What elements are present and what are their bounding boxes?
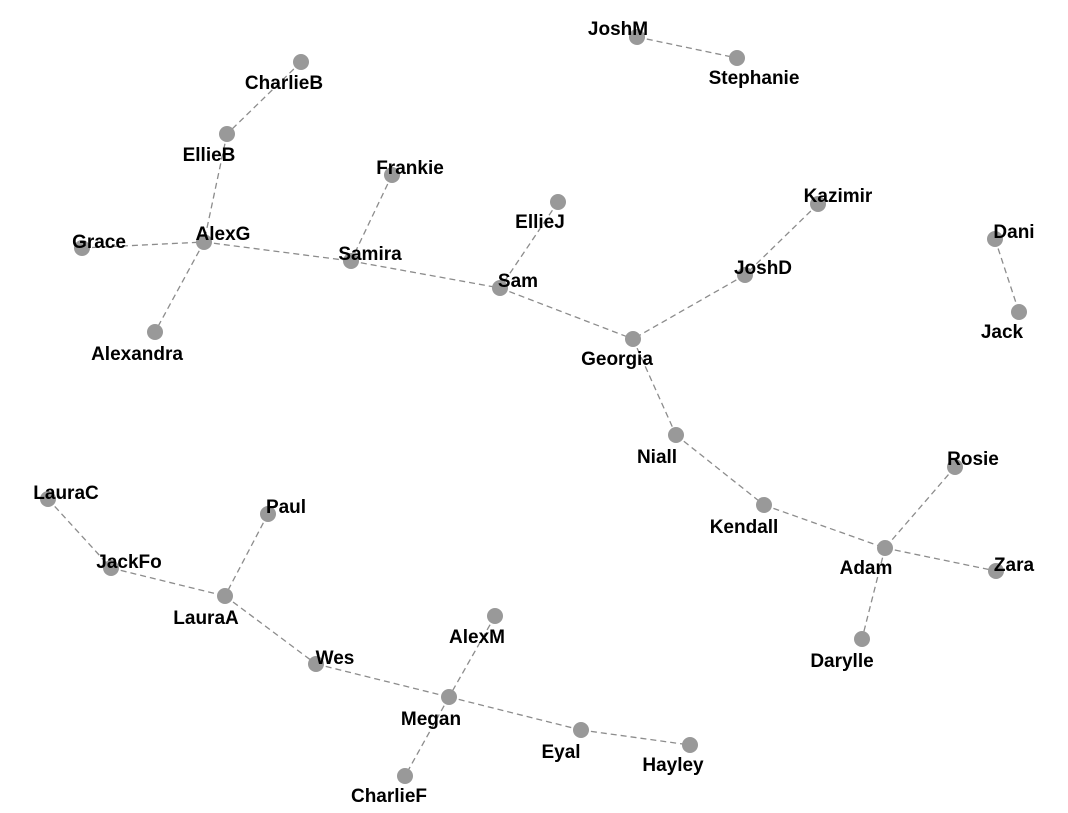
node-charlief	[397, 768, 413, 784]
edge-kazimir-joshd	[744, 203, 819, 276]
node-label-sam: Sam	[498, 271, 538, 292]
edge-dani-jack	[994, 238, 1020, 313]
node-label-eyal: Eyal	[541, 742, 580, 763]
node-label-megan: Megan	[401, 709, 461, 730]
edge-megan-eyal	[448, 696, 582, 731]
node-sam	[492, 280, 508, 296]
node-laurac	[40, 491, 56, 507]
node-label-elliej: EllieJ	[515, 212, 565, 233]
node-label-lauraa: LauraA	[173, 608, 239, 629]
node-frankie	[384, 167, 400, 183]
node-rosie	[947, 459, 963, 475]
edge-adam-daryle	[861, 547, 886, 640]
node-label-joshd: JoshD	[734, 258, 792, 279]
edge-rosie-adam	[884, 466, 956, 549]
edge-alexg-samira	[203, 241, 352, 262]
edge-kendall-adam	[763, 504, 886, 549]
node-stephanie	[729, 50, 745, 66]
node-label-alexm: AlexM	[449, 627, 505, 648]
edge-ellieb-alexg	[203, 133, 228, 243]
node-label-alexg: AlexG	[196, 224, 251, 245]
edge-samira-sam	[350, 260, 501, 289]
node-label-adam: Adam	[840, 558, 893, 579]
node-wes	[308, 656, 324, 672]
labels-layer: JoshM Stephanie CharlieB EllieB FrankieEllie…	[33, 19, 1034, 807]
edge-eyal-hayley	[580, 729, 691, 746]
node-eyal	[573, 722, 589, 738]
nodes-layer	[40, 29, 1027, 784]
node-label-frankie: Frankie	[376, 158, 444, 179]
node-kazimir	[810, 196, 826, 212]
edge-georgia-niall	[632, 338, 677, 436]
node-daryle	[854, 631, 870, 647]
node-adam	[877, 540, 893, 556]
node-label-joshm: JoshM	[588, 19, 648, 40]
edges-layer	[47, 36, 1020, 777]
node-label-ellieb: EllieB	[183, 145, 236, 166]
node-label-charlief: CharlieF	[351, 786, 427, 807]
node-label-wes: Wes	[316, 648, 355, 669]
edge-sam-georgia	[499, 287, 634, 340]
node-joshd	[737, 267, 753, 283]
node-hayley	[682, 737, 698, 753]
node-label-niall: Niall	[637, 447, 677, 468]
node-niall	[668, 427, 684, 443]
edge-adam-zara	[884, 547, 997, 572]
node-charlieb	[293, 54, 309, 70]
edge-charlieb-ellieb	[226, 61, 302, 135]
node-dani	[987, 231, 1003, 247]
edge-lauraa-wes	[224, 595, 317, 665]
edge-laurac-jackfo	[47, 498, 112, 569]
node-alexm	[487, 608, 503, 624]
node-joshm	[629, 29, 645, 45]
node-label-jack: Jack	[981, 322, 1024, 343]
edge-alexm-megan	[448, 615, 496, 698]
node-grace	[74, 240, 90, 256]
node-label-georgia: Georgia	[581, 349, 653, 370]
edge-wes-megan	[315, 663, 450, 698]
node-label-laurac: LauraC	[33, 483, 99, 504]
node-label-hayley: Hayley	[642, 755, 704, 776]
node-label-stephanie: Stephanie	[709, 68, 800, 89]
node-label-charlieb: CharlieB	[245, 73, 323, 94]
node-label-zara: Zara	[994, 555, 1035, 576]
edge-joshd-georgia	[632, 274, 746, 340]
node-label-rosie: Rosie	[947, 449, 999, 470]
node-label-jackfo: JackFo	[96, 552, 161, 573]
node-elliej	[550, 194, 566, 210]
edge-megan-charlief	[404, 696, 450, 777]
edge-elliej-sam	[499, 201, 559, 289]
node-zara	[988, 563, 1004, 579]
node-samira	[343, 253, 359, 269]
node-alexg	[196, 234, 212, 250]
node-label-paul: Paul	[266, 497, 306, 518]
node-ellieb	[219, 126, 235, 142]
node-jackfo	[103, 560, 119, 576]
node-jack	[1011, 304, 1027, 320]
edge-joshm-stephanie	[636, 36, 738, 59]
edge-niall-kendall	[675, 434, 765, 506]
node-lauraa	[217, 588, 233, 604]
node-label-alexandra: Alexandra	[91, 344, 183, 365]
node-label-kendall: Kendall	[710, 517, 779, 538]
node-georgia	[625, 331, 641, 347]
node-label-samira: Samira	[338, 244, 402, 265]
edge-alexg-alexandra	[154, 241, 205, 333]
node-paul	[260, 506, 276, 522]
node-label-grace: Grace	[72, 232, 126, 253]
node-label-daryle: Darylle	[810, 651, 873, 672]
node-label-kazimir: Kazimir	[804, 186, 873, 207]
edge-grace-alexg	[81, 241, 205, 249]
edge-frankie-samira	[350, 174, 393, 262]
node-label-dani: Dani	[993, 222, 1034, 243]
node-alexandra	[147, 324, 163, 340]
node-megan	[441, 689, 457, 705]
edge-paul-lauraa	[224, 513, 269, 597]
node-kendall	[756, 497, 772, 513]
